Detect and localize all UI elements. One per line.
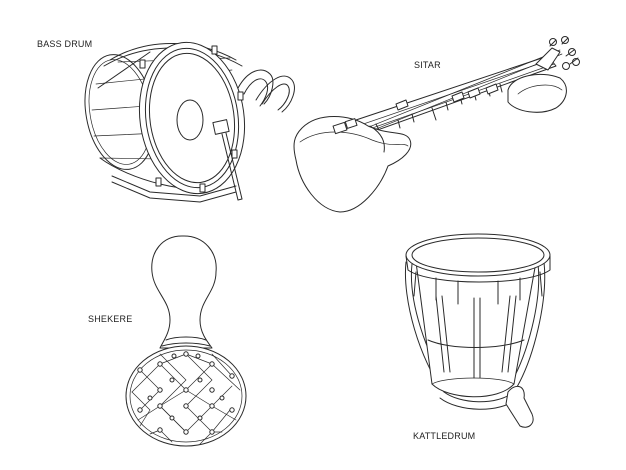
- shekere-label: SHEKERE: [88, 314, 133, 324]
- bass-drum-label: BASS DRUM: [37, 39, 93, 49]
- bass-drum-drawing: [84, 41, 295, 203]
- kettledrum-drawing: [404, 233, 551, 428]
- sitar-label: SITAR: [414, 60, 441, 70]
- shekere-beads: [137, 351, 235, 435]
- sitar-drawing: [293, 36, 580, 213]
- kettledrum-label: KATTLEDRUM: [413, 431, 476, 441]
- shekere-drawing: [125, 235, 247, 447]
